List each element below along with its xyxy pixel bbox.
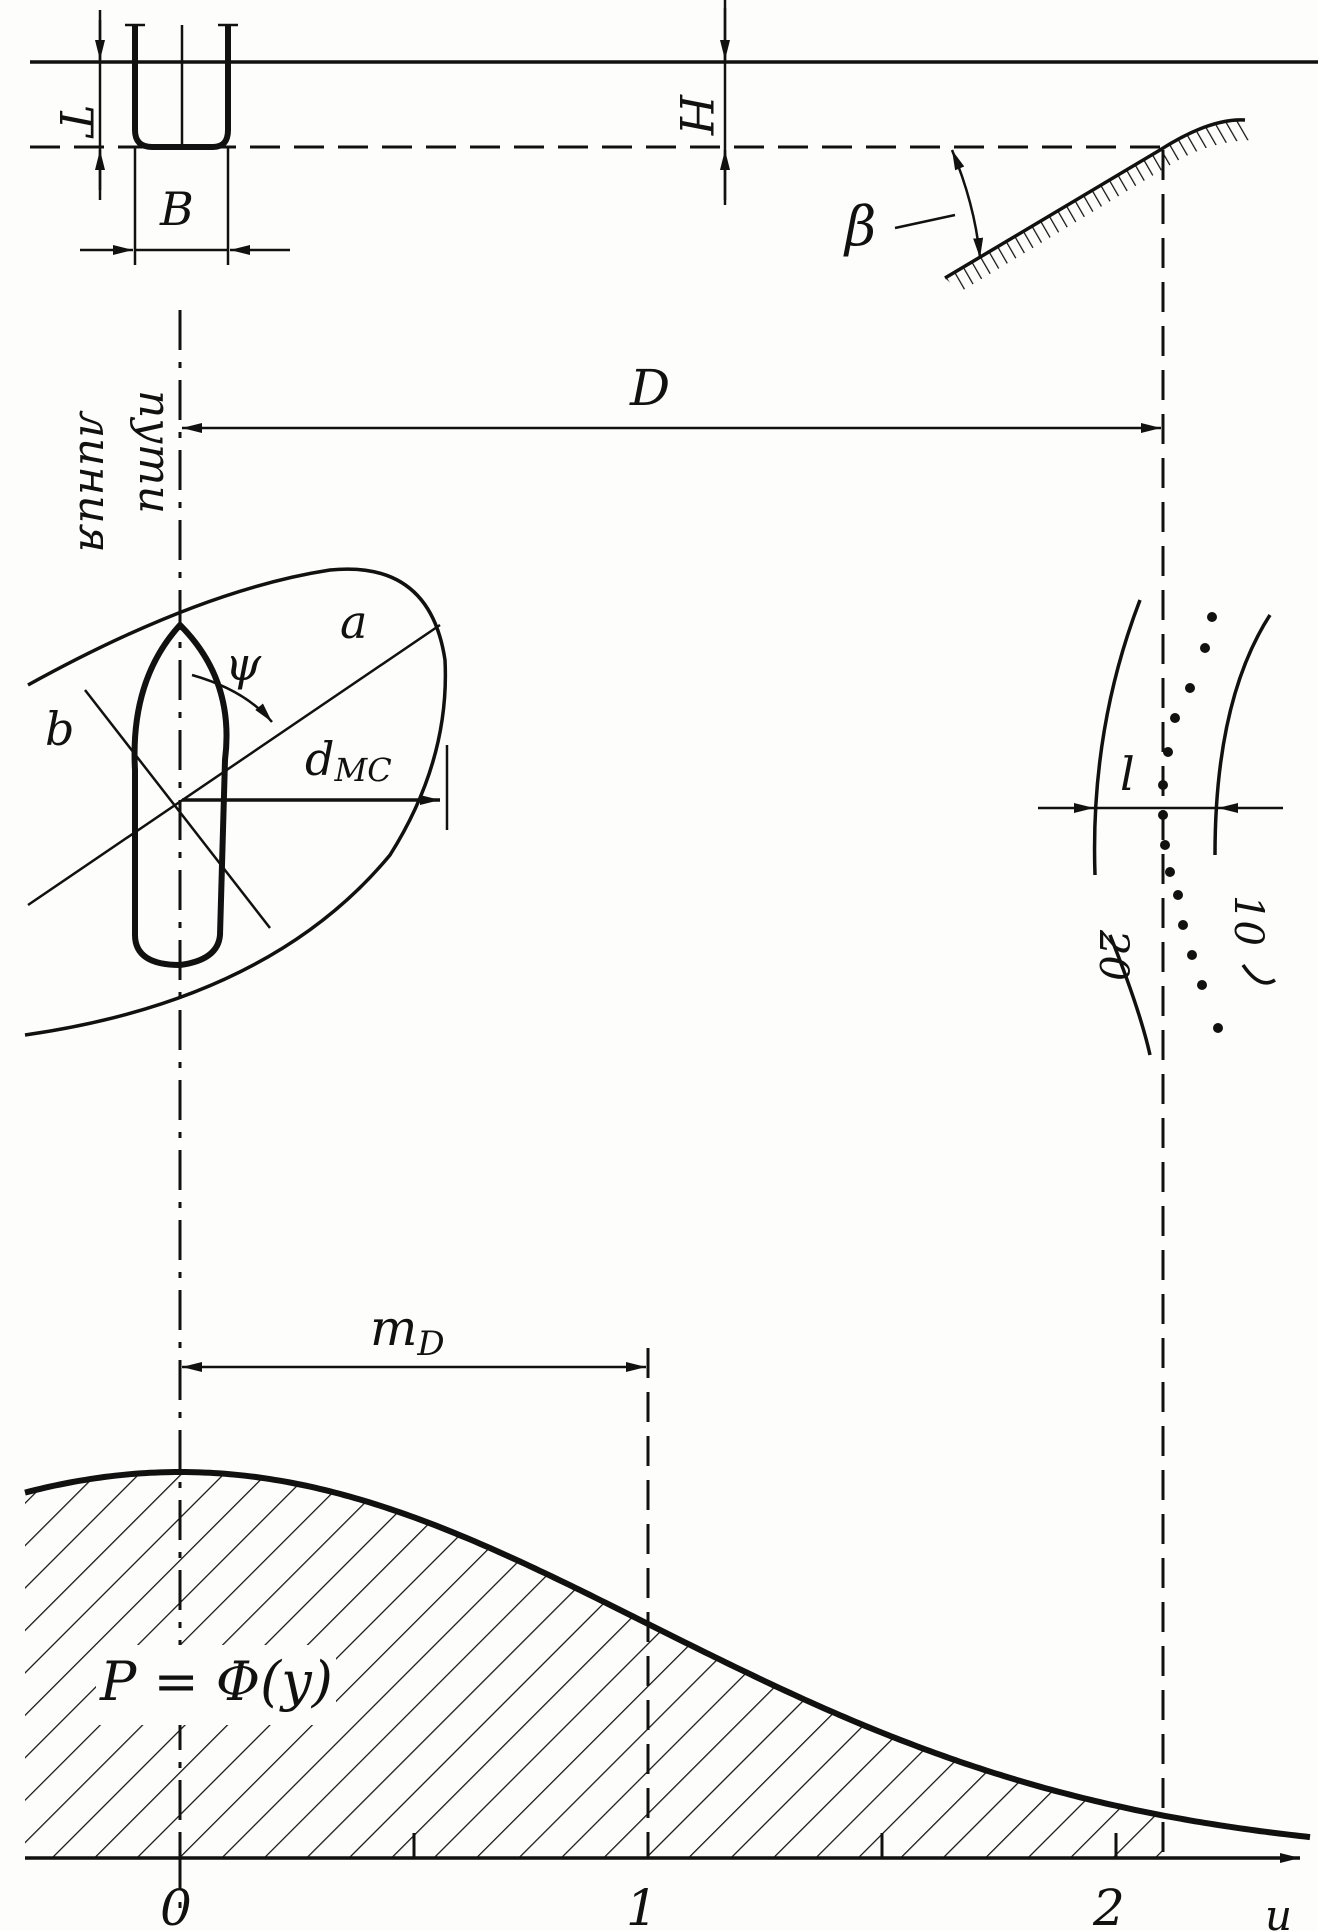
contour-20-upper bbox=[1092, 599, 1142, 876]
draft-label: T bbox=[49, 105, 103, 139]
distribution-curve bbox=[24, 1469, 1311, 1841]
mD-label: mD bbox=[370, 1299, 445, 1364]
distance-D-label: D bbox=[629, 359, 670, 417]
formula-background bbox=[96, 1645, 336, 1725]
depth-label: H bbox=[669, 94, 723, 136]
axis-ticks bbox=[178, 1833, 1118, 1858]
bank-slope-line bbox=[944, 118, 1246, 280]
contour-10-upper bbox=[1213, 614, 1272, 856]
contour-width-label: l bbox=[1120, 747, 1135, 801]
contour-10-label: 10 bbox=[1225, 895, 1271, 946]
axis-end-label: u bbox=[1265, 1891, 1292, 1931]
bank-hatching bbox=[945, 119, 1255, 292]
route-line-label: линия пути bbox=[69, 390, 180, 553]
route-line-word-2: пути bbox=[129, 390, 180, 514]
contour-20-lower bbox=[1108, 934, 1152, 1056]
slope-angle-label: β bbox=[843, 195, 876, 258]
channel-cross-section: T B H β bbox=[30, 0, 1318, 292]
depth-dots bbox=[1158, 612, 1223, 1033]
slope-angle-arc bbox=[950, 149, 984, 259]
axis-b-label: b bbox=[45, 702, 74, 756]
horizontal-axis: 0 1 2 u bbox=[25, 1833, 1300, 1931]
axis-a-label: a bbox=[340, 595, 367, 649]
danger-ellipse bbox=[24, 567, 448, 1037]
axis-tick-label-1: 1 bbox=[626, 1879, 658, 1931]
mD-dimension: mD bbox=[182, 1299, 646, 1372]
major-axis-a bbox=[27, 623, 441, 907]
psi-label: ψ bbox=[225, 637, 262, 691]
axis-tick-label-2: 2 bbox=[1092, 1879, 1125, 1931]
curve-hatched-area bbox=[25, 1472, 1163, 1858]
distribution-curve-group: P = Φ(y) bbox=[24, 1469, 1311, 1858]
minor-axis-b bbox=[84, 689, 271, 929]
psi-angle-arc bbox=[191, 673, 273, 723]
ship-outline bbox=[131, 620, 230, 969]
formula-label: P = Φ(y) bbox=[99, 1650, 333, 1713]
contour-20-label: 20 bbox=[1090, 929, 1136, 981]
ship-plan-ellipse: ψ a b dМС bbox=[24, 567, 449, 1037]
axis-tick-label-0: 0 bbox=[160, 1879, 192, 1931]
dms-label: dМС bbox=[305, 732, 392, 789]
depth-contours: l 10 20 bbox=[1038, 599, 1283, 1056]
contour-10-lower bbox=[1241, 964, 1276, 985]
route-line-word-1: линия bbox=[69, 410, 120, 553]
distance-D-dimension: D bbox=[182, 359, 1161, 433]
beam-label: B bbox=[159, 182, 194, 236]
